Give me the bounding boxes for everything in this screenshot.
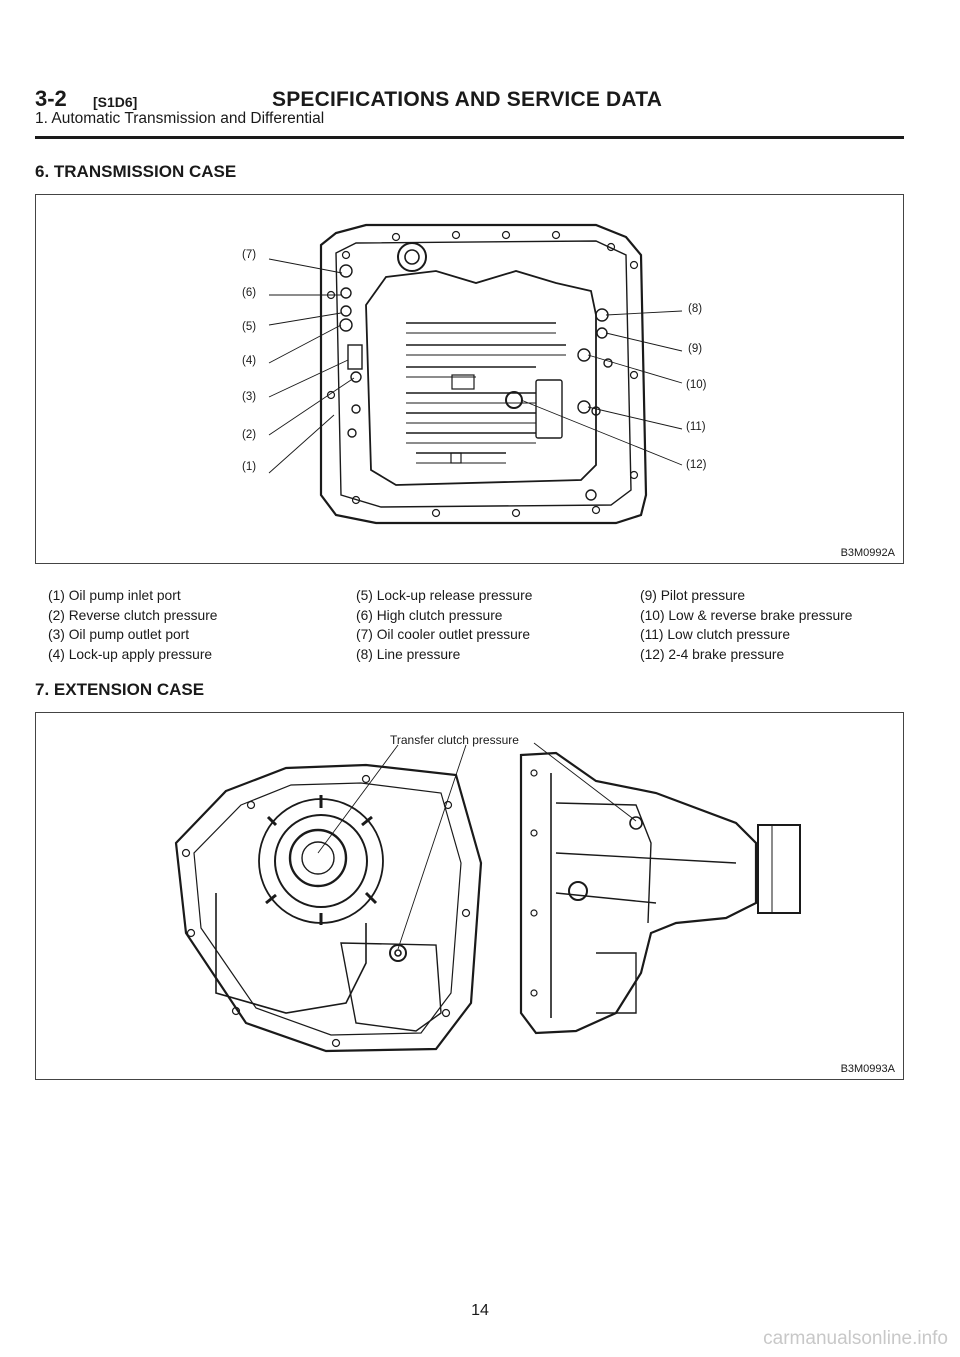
callout-4: (4) [242, 355, 257, 367]
extension-case-figure: Transfer clutch pressure B3M0993A [35, 712, 904, 1080]
legend-column-3: (9) Pilot pressure (10) Low & reverse br… [640, 586, 852, 664]
figure-id: B3M0993A [840, 1063, 895, 1075]
legend-item: (12) 2-4 brake pressure [640, 646, 785, 662]
legend-item: (8) Line pressure [356, 646, 461, 662]
callout-transfer-clutch-pressure: Transfer clutch pressure [390, 733, 519, 747]
header-rule [35, 136, 904, 139]
callout-7: (7) [242, 249, 257, 261]
legend-item: (5) Lock-up release pressure [356, 588, 533, 603]
transmission-case-drawing [268, 223, 683, 525]
legend-item: (6) High clutch pressure [356, 607, 503, 623]
legend-item: (4) Lock-up apply pressure [48, 646, 213, 662]
legend-column-2: (5) Lock-up release pressure (6) High cl… [356, 586, 532, 664]
legend-item: (1) Oil pump inlet port [48, 588, 181, 603]
callout-11: (11) [686, 421, 706, 433]
legend-item: (11) Low clutch pressure [640, 627, 791, 642]
legend-item: (10) Low & reverse brake pressure [640, 607, 853, 623]
watermark: carmanualsonline.info [763, 1328, 948, 1349]
legend-item: (7) Oil cooler outlet pressure [356, 627, 531, 642]
legend-item: (9) Pilot pressure [640, 588, 746, 603]
page-title: SPECIFICATIONS AND SERVICE DATA [272, 88, 663, 111]
section-code: [S1D6] [93, 94, 138, 110]
callout-3: (3) [242, 391, 257, 403]
page-header: 3-2 [S1D6] SPECIFICATIONS AND SERVICE DA… [35, 86, 905, 134]
transmission-case-figure: (7) (6) (5) (4) (3) (2) (1) (8) (9) (10)… [35, 194, 904, 564]
section-7-title: 7. EXTENSION CASE [35, 680, 205, 699]
callout-1: (1) [242, 461, 257, 473]
page-number: 14 [471, 1302, 489, 1319]
callout-2: (2) [242, 429, 257, 441]
legend-column-1: (1) Oil pump inlet port (2) Reverse clut… [48, 586, 217, 664]
callout-6: (6) [242, 287, 257, 299]
callout-5: (5) [242, 321, 257, 333]
callout-12: (12) [686, 459, 707, 471]
callout-10: (10) [686, 379, 707, 391]
extension-case-drawing [174, 742, 801, 1053]
legend-item: (2) Reverse clutch pressure [48, 607, 218, 623]
section-6-title: 6. TRANSMISSION CASE [35, 162, 237, 181]
callout-9: (9) [688, 343, 703, 355]
page-subtitle: 1. Automatic Transmission and Differenti… [35, 110, 325, 127]
legend-item: (3) Oil pump outlet port [48, 627, 190, 642]
figure-id: B3M0992A [840, 547, 895, 559]
callout-8: (8) [688, 303, 703, 315]
section-number: 3-2 [35, 86, 67, 111]
